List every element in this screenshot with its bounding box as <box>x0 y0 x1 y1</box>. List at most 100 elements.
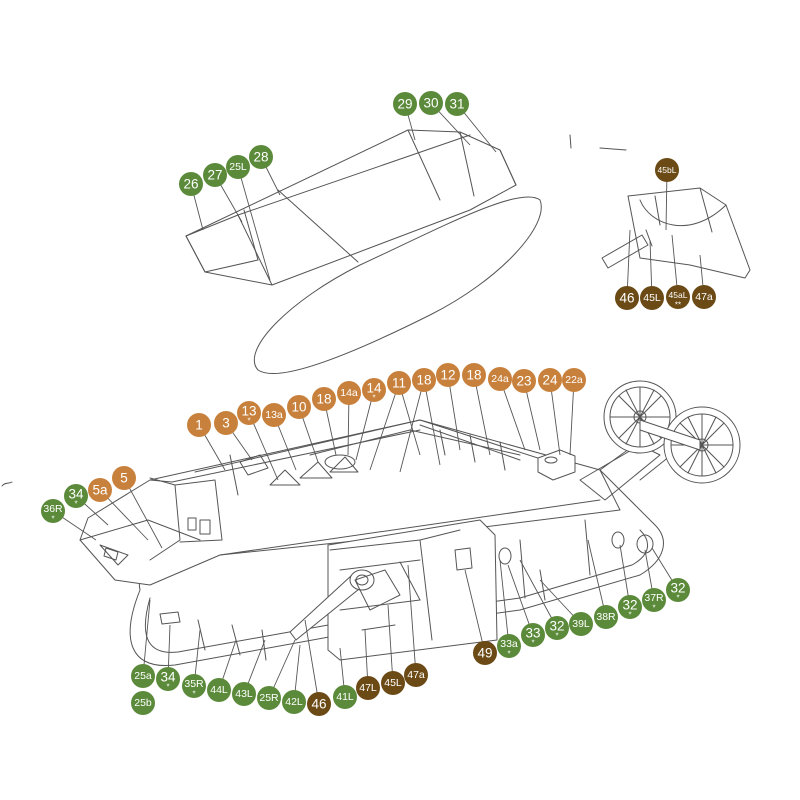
badge-circle <box>362 378 386 402</box>
badge-number: 25b <box>134 697 152 709</box>
stray-mark <box>599 147 627 151</box>
part-badge: 27 <box>203 163 227 187</box>
badge-mark: * <box>555 632 558 641</box>
part-badge: 37R* <box>642 588 666 613</box>
badge-number: 25a <box>134 670 152 682</box>
badge-number: 29 <box>397 97 412 112</box>
part-badge: 11 <box>387 371 411 395</box>
part-badge: 35R* <box>182 674 206 699</box>
badge-circle <box>562 368 586 392</box>
badge-number: 33a <box>500 638 518 650</box>
badge-circle <box>512 369 536 393</box>
badge-number: 26 <box>183 177 198 192</box>
badge-number: 39L <box>572 618 590 630</box>
badge-number: 36R <box>43 503 63 515</box>
badge-number: 49 <box>477 646 492 661</box>
part-badge: 26 <box>179 172 203 196</box>
badge-number: 13 <box>241 404 256 419</box>
badge-mark: * <box>372 394 375 403</box>
part-badge: 29 <box>393 92 417 116</box>
part-badge: 13* <box>237 401 261 426</box>
part-badge: 45L <box>381 671 405 695</box>
badge-circle <box>655 158 679 182</box>
badge-number: 23 <box>516 374 531 389</box>
part-badge: 38R <box>594 605 618 629</box>
badge-number: 25R <box>259 692 279 704</box>
badge-circle <box>404 663 428 687</box>
badge-mark: * <box>628 611 631 620</box>
badge-circle <box>545 616 569 640</box>
part-badge: 49 <box>473 641 497 665</box>
badge-circle <box>419 91 443 115</box>
part-badge: 24 <box>538 368 562 392</box>
badge-circle <box>262 403 286 427</box>
part-badge: 10 <box>287 395 311 419</box>
part-badge: 44L <box>207 678 231 702</box>
part-badge: 46 <box>307 692 331 716</box>
badge-number: 1 <box>195 418 203 433</box>
stray-mark <box>1 481 13 487</box>
badge-circle <box>214 411 238 435</box>
badge-number: 18 <box>416 373 431 388</box>
badge-circle <box>387 371 411 395</box>
badge-number: 43L <box>235 688 253 700</box>
badge-number: 32 <box>670 581 685 596</box>
part-badge: 36R* <box>41 499 65 524</box>
badge-circle <box>112 466 136 490</box>
part-badge: 18 <box>462 363 486 387</box>
badge-number: 31 <box>449 97 464 112</box>
badge-circle <box>356 676 380 700</box>
badge-number: 45aL <box>669 290 688 300</box>
badge-circle <box>473 641 497 665</box>
badge-number: 45bL <box>658 165 677 175</box>
part-badge: 47a <box>404 663 428 687</box>
badge-circle <box>666 285 690 309</box>
part-badge: 33a* <box>497 634 521 659</box>
badge-number: 10 <box>291 400 306 415</box>
badge-number: 14a <box>340 387 358 399</box>
badge-circle <box>615 286 639 310</box>
track-cover-part <box>185 129 542 375</box>
badge-circle <box>41 499 65 523</box>
badge-number: 34 <box>160 670 176 685</box>
badge-number: 18 <box>466 368 481 383</box>
badge-number: 32 <box>622 598 637 613</box>
part-badge: 18 <box>312 387 336 411</box>
badge-circle <box>521 623 545 647</box>
part-badge: 24a <box>488 367 512 391</box>
badge-number: 12 <box>440 368 455 383</box>
badge-circle <box>462 363 486 387</box>
part-badge: 34* <box>156 667 180 692</box>
part-badge: 25R <box>257 686 281 710</box>
badge-circle <box>131 691 155 715</box>
part-badge: 39L <box>569 612 593 636</box>
badge-number: 3 <box>222 416 230 431</box>
badge-number: 28 <box>253 150 268 165</box>
part-badge: 12 <box>436 363 460 387</box>
badge-number: 24a <box>491 373 509 385</box>
badge-circle <box>381 671 405 695</box>
badge-circle <box>618 595 642 619</box>
badge-circle <box>307 692 331 716</box>
badge-number: 47L <box>359 682 377 694</box>
badge-number: 25L <box>229 161 247 173</box>
part-badge: 3 <box>214 411 238 435</box>
badge-circle <box>538 368 562 392</box>
badge-circle <box>640 286 664 310</box>
badge-circle <box>232 682 256 706</box>
badge-circle <box>182 674 206 698</box>
tail-wheels <box>579 380 741 501</box>
badge-number: 47a <box>695 291 713 303</box>
badge-mark: * <box>531 639 534 648</box>
part-badge: 43L <box>232 682 256 706</box>
badge-mark: * <box>507 650 510 659</box>
badge-circle <box>445 92 469 116</box>
badge-circle <box>436 363 460 387</box>
part-badge: 30 <box>419 91 443 115</box>
badge-number: 42L <box>285 696 303 708</box>
part-badge: 5a <box>88 478 112 502</box>
badge-number: 32 <box>549 619 564 634</box>
badge-circle <box>393 92 417 116</box>
badge-number: 18 <box>316 392 331 407</box>
part-badge: 23 <box>512 369 536 393</box>
